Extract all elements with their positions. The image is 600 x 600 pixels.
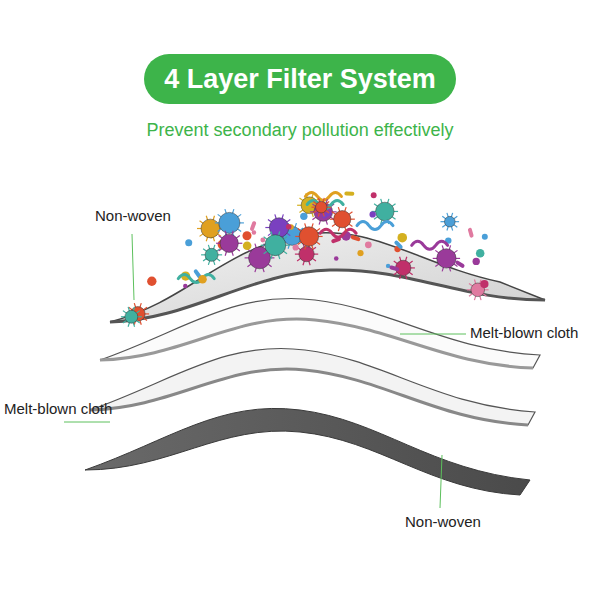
title-text: 4 Layer Filter System	[164, 64, 436, 95]
layer-edge	[110, 270, 545, 322]
subtitle: Prevent secondary pollution effectively	[147, 120, 454, 141]
layer-label: Melt-blown cloth	[4, 400, 112, 417]
title-banner: 4 Layer Filter System	[144, 54, 456, 104]
layer-label: Non-woven	[405, 513, 481, 530]
layer-edge	[100, 319, 533, 368]
layer-sheet	[85, 408, 530, 495]
layer-label: Melt-blown cloth	[470, 324, 578, 341]
layer-label: Non-woven	[95, 207, 171, 224]
layer-edge	[90, 369, 528, 425]
contaminant-particles	[121, 192, 489, 327]
layer-sheet	[110, 233, 545, 322]
leader-lines	[64, 234, 466, 508]
